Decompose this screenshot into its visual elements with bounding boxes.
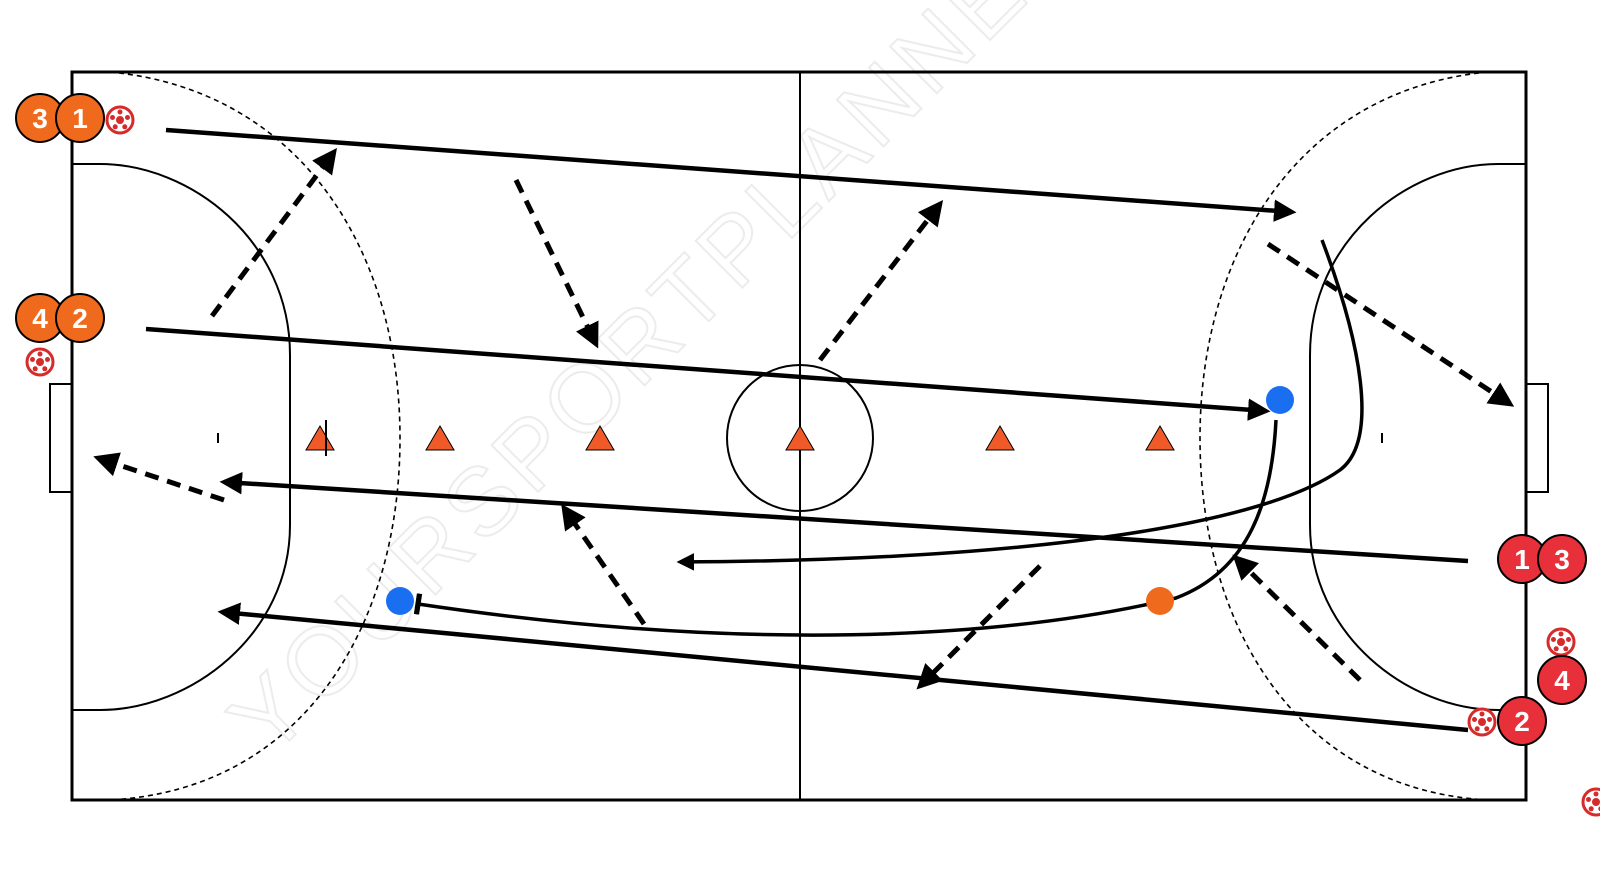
run-arrow: [165, 127, 1297, 222]
player-number: 4: [1554, 665, 1570, 696]
player-token: 1: [55, 93, 105, 143]
sprint-arrow: [916, 564, 1042, 690]
sprint-arrows: [93, 147, 1515, 690]
run-arrow: [219, 471, 1469, 564]
player-token: 3: [15, 93, 65, 143]
sprint-arrow: [513, 178, 599, 349]
left-free-throw-line: [109, 71, 401, 801]
cone-icon: [305, 425, 335, 451]
sprint-arrow: [209, 147, 337, 318]
player-token: 4: [1537, 655, 1587, 705]
court: [49, 70, 1549, 802]
orange-ball: [1146, 587, 1174, 615]
sprint-arrow: [93, 452, 225, 503]
player-token: 4: [15, 293, 65, 343]
dribble-path: [413, 419, 1278, 637]
cones: [305, 420, 1175, 456]
ball-icon: [25, 347, 55, 377]
player-number: 2: [1514, 706, 1530, 737]
player-number: 1: [1514, 544, 1530, 575]
player-number: 3: [32, 103, 48, 134]
right-free-throw-line: [1199, 71, 1489, 801]
dribble-paths: [413, 239, 1364, 637]
run-arrow: [217, 602, 1469, 733]
center-circle: [726, 364, 874, 512]
player-number: 4: [32, 303, 48, 334]
markers: [386, 386, 1294, 615]
player-token: 3: [1537, 534, 1587, 584]
player-number: 3: [1554, 544, 1570, 575]
right-goal-area: [1309, 163, 1526, 711]
ball-icon: [1467, 707, 1497, 737]
player-number: 1: [72, 103, 88, 134]
sprint-arrow: [818, 200, 944, 362]
sprint-arrow: [1266, 241, 1515, 407]
ball-icon: [105, 105, 135, 135]
right-goal: [1525, 383, 1549, 493]
sprint-arrow: [1232, 554, 1362, 682]
cone-icon: [1145, 425, 1175, 451]
cone-icon: [785, 425, 815, 451]
left-goal: [49, 383, 73, 493]
ball-icon: [1546, 627, 1576, 657]
blue-ball: [386, 587, 414, 615]
player-token: 2: [55, 293, 105, 343]
run-arrow: [145, 326, 1271, 421]
player-number: 2: [72, 303, 88, 334]
dribble-path: [676, 239, 1364, 571]
run-arrows: [145, 127, 1469, 733]
player-token: 1: [1497, 534, 1547, 584]
cone-icon: [985, 425, 1015, 451]
ball-icon: [1581, 787, 1600, 817]
blue-ball: [1266, 386, 1294, 414]
players: 3 1 4 2 1 3 4 2: [15, 93, 1587, 746]
player-token: 2: [1497, 696, 1547, 746]
left-goal-area: [72, 163, 291, 711]
cone-icon: [425, 425, 455, 451]
cone-icon: [585, 425, 615, 451]
sprint-arrow: [561, 503, 647, 626]
